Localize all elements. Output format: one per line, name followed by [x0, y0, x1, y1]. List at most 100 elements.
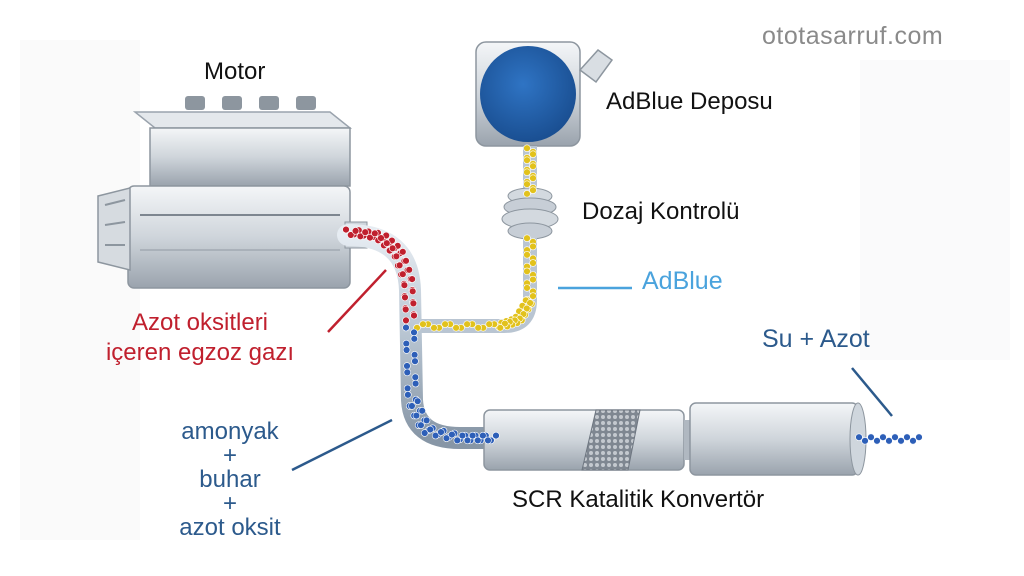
- flow-particle: [422, 416, 431, 425]
- flow-particle: [402, 257, 410, 265]
- flow-particle: [402, 323, 410, 332]
- exhaust-label: Azot oksitleri içeren egzoz gazı: [90, 308, 310, 368]
- flow-particle: [529, 292, 537, 300]
- flow-particle: [458, 431, 467, 440]
- flow-particle: [523, 168, 531, 176]
- mix-label-plus-1: +: [222, 442, 237, 469]
- flow-particle: [400, 281, 409, 289]
- flow-particles: [342, 144, 923, 445]
- watermark: ototasarruf.com: [762, 22, 944, 50]
- flow-particle: [383, 239, 391, 247]
- adblue-injection-pipe: [420, 238, 537, 333]
- flow-particle: [523, 234, 531, 242]
- flow-particle: [392, 252, 401, 260]
- flow-particle: [402, 339, 410, 348]
- flow-particle: [403, 384, 412, 393]
- flow-particle: [366, 233, 374, 242]
- flow-particle: [409, 299, 418, 308]
- flow-particle: [431, 431, 440, 440]
- scr-converter: [483, 402, 867, 476]
- output-label: Su + Azot: [762, 325, 870, 353]
- mix-label-nox: azot oksit: [179, 514, 281, 541]
- flow-particle: [371, 229, 379, 238]
- flow-particle: [404, 391, 412, 399]
- mix-label-plus-2: +: [222, 490, 237, 517]
- flow-particle: [403, 368, 411, 377]
- flow-particle: [496, 324, 504, 332]
- flow-particle: [523, 251, 531, 259]
- flow-particle: [529, 186, 537, 194]
- flow-particle: [879, 433, 887, 441]
- flow-particle: [463, 436, 472, 445]
- flow-particle: [419, 320, 427, 328]
- mix-label: amonyak + buhar + azot oksit: [160, 420, 300, 540]
- flow-particle: [414, 397, 422, 405]
- flow-particle: [474, 324, 482, 332]
- flow-particle: [417, 421, 425, 429]
- flow-particle: [529, 259, 537, 267]
- flow-particle: [410, 351, 419, 359]
- flow-particle: [441, 320, 449, 328]
- engine-label: Motor: [204, 58, 266, 85]
- flow-particle: [897, 437, 905, 445]
- flow-particle: [361, 228, 369, 236]
- flow-particle: [891, 433, 899, 441]
- background-texture: [20, 40, 1010, 540]
- flow-particle: [437, 428, 445, 436]
- flow-particle: [356, 232, 365, 241]
- tank-label: AdBlue Deposu: [606, 88, 773, 115]
- exhaust-leader-line: [327, 269, 387, 333]
- flow-particle: [448, 430, 456, 439]
- flow-particle: [399, 270, 407, 278]
- exhaust-pipe: [337, 224, 511, 449]
- flow-particle: [523, 284, 531, 292]
- flow-particle: [529, 275, 537, 284]
- flow-particle: [388, 244, 397, 253]
- flow-particle: [351, 227, 360, 235]
- flow-particle: [410, 311, 418, 320]
- flow-particle: [453, 436, 461, 445]
- flow-particle: [474, 436, 482, 445]
- flow-particle: [903, 433, 911, 441]
- flow-particle: [885, 437, 893, 445]
- flow-particle: [426, 425, 434, 434]
- flow-particle: [479, 431, 487, 440]
- flow-particle: [452, 324, 460, 332]
- adblue-label: AdBlue: [642, 267, 723, 295]
- flow-particle: [484, 436, 492, 445]
- flow-particle: [412, 411, 421, 420]
- flow-particle: [523, 180, 531, 188]
- flow-particle: [463, 320, 471, 328]
- flow-particle: [529, 150, 537, 158]
- flow-particle: [347, 231, 355, 239]
- flow-particle: [501, 319, 509, 328]
- flow-particle: [410, 328, 418, 337]
- mix-label-ammonia: amonyak: [181, 418, 279, 445]
- flow-particle: [408, 402, 416, 410]
- flow-particle: [377, 234, 385, 242]
- flow-particle: [855, 433, 863, 441]
- flow-particle: [873, 437, 881, 445]
- flow-particle: [529, 174, 537, 182]
- adblue-tank: [475, 41, 614, 147]
- exhaust-label-line1: Azot oksitleri: [131, 309, 269, 336]
- flow-particle: [402, 316, 410, 325]
- flow-particle: [410, 335, 418, 343]
- flow-particle: [861, 437, 869, 445]
- dosing-label: Dozaj Kontrolü: [582, 198, 740, 225]
- converter-label: SCR Katalitik Konvertör: [512, 486, 765, 513]
- flow-particle: [395, 261, 404, 269]
- flow-particle: [411, 357, 419, 365]
- flow-particle: [523, 267, 531, 275]
- flow-particle: [399, 248, 407, 256]
- flow-particle: [529, 162, 537, 170]
- engine-block: [97, 96, 368, 289]
- flow-particle: [408, 275, 416, 283]
- flow-particle: [405, 266, 413, 274]
- flow-particle: [418, 407, 426, 415]
- flow-particle: [402, 346, 411, 354]
- flow-particle: [409, 287, 417, 295]
- flow-particle: [523, 190, 531, 198]
- flow-particle: [492, 431, 500, 440]
- flow-particle: [342, 225, 350, 234]
